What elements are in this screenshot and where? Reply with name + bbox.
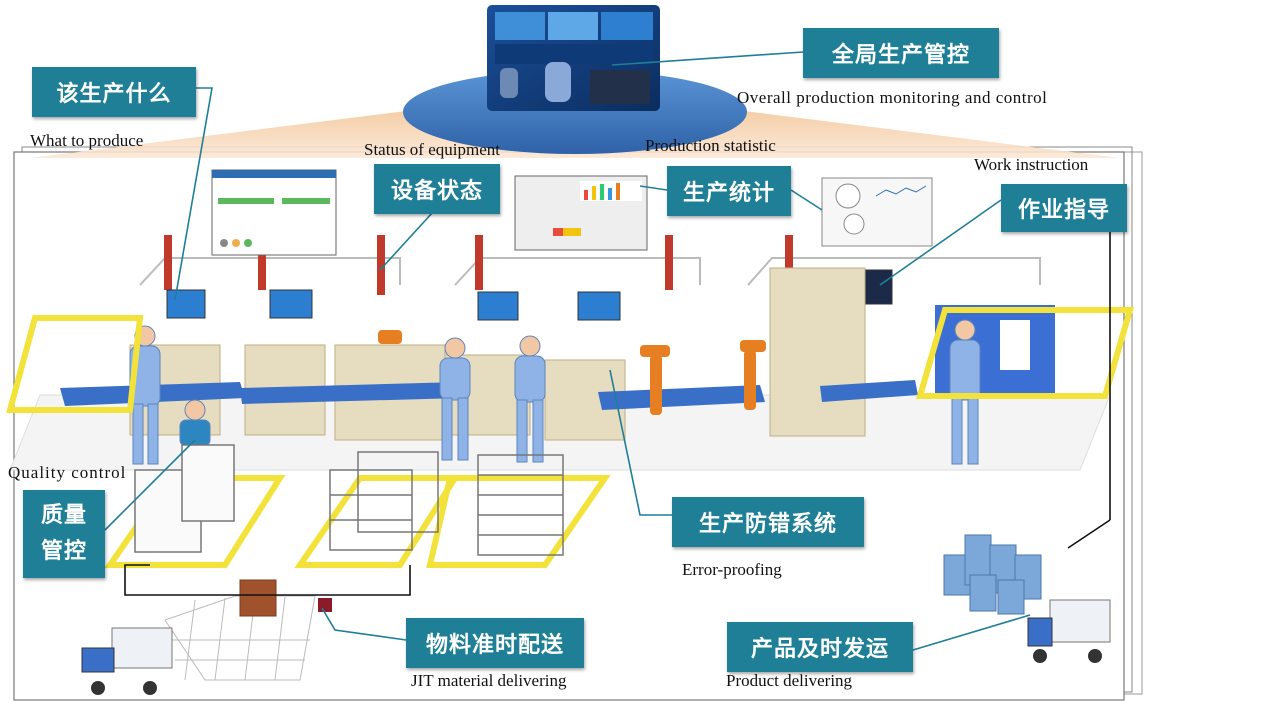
tag-jit-delivery: 物料准时配送 — [406, 618, 584, 668]
tag-quality-control: 质量 管控 — [23, 490, 105, 578]
tag-equipment-status: 设备状态 — [374, 164, 500, 214]
tag-overall-control: 全局生产管控 — [803, 28, 999, 78]
caption-product-delivery: Product delivering — [726, 671, 853, 690]
caption-work-instruction: Work instruction — [974, 155, 1089, 174]
caption-what-to-produce: What to produce — [30, 131, 144, 150]
flow-lines — [124, 230, 1111, 596]
tag-error-proofing: 生产防错系统 — [672, 497, 864, 547]
control-room — [403, 5, 747, 154]
trucks — [81, 599, 1111, 695]
tag-production-stats: 生产统计 — [667, 166, 791, 216]
callout-lines — [104, 51, 1031, 651]
andon-towers — [164, 235, 793, 295]
caption-overall-control: Overall production monitoring and contro… — [737, 88, 1048, 107]
tag-what-to-produce: 该生产什么 — [32, 67, 196, 117]
tag-quality-line2: 管控 — [40, 539, 87, 564]
dashboard-screens — [211, 169, 933, 256]
tag-product-delivery: 产品及时发运 — [727, 622, 913, 672]
caption-jit-delivery: JIT material delivering — [411, 671, 567, 690]
overhead-rails — [139, 257, 1041, 286]
city-buildings — [943, 534, 1042, 615]
caption-error-proofing: Error-proofing — [682, 560, 782, 579]
carts — [134, 444, 564, 556]
tag-quality-line1: 质量 — [40, 503, 87, 528]
caption-production-stats: Production statistic — [645, 136, 776, 155]
floor-zones — [6, 307, 1134, 568]
caption-quality-control: Quality control — [8, 463, 127, 482]
caption-equipment-status: Status of equipment — [364, 140, 500, 159]
line-monitors — [166, 269, 893, 321]
robot-arms — [378, 330, 766, 415]
tag-work-instruction: 作业指导 — [1001, 184, 1127, 232]
